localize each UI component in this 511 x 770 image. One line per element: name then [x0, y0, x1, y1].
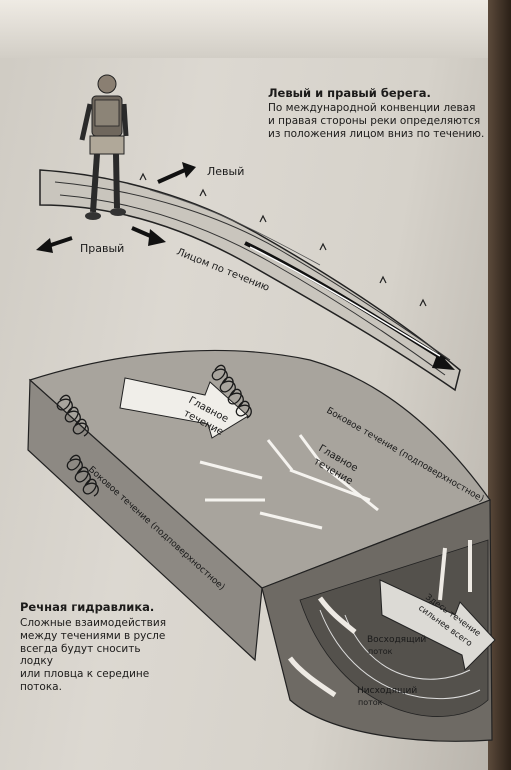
page-top-glare — [0, 0, 511, 58]
caption-banks-line: По международной конвенции левая — [268, 102, 476, 114]
caption-hydraulics-line: между течениями в русле — [20, 629, 166, 642]
river-strip — [39, 169, 461, 392]
label-right-bank: Правый — [80, 242, 124, 255]
caption-banks-line: и правая стороны реки определяются — [268, 114, 481, 127]
label-downward-b: поток — [358, 698, 383, 707]
direction-arrows — [36, 162, 196, 253]
caption-hydraulics-line: потока. — [20, 680, 62, 693]
book-spine — [488, 0, 511, 770]
caption-hydraulics-line: или пловца к середине — [20, 668, 150, 681]
caption-hydraulics-title: Речная гидравлика. — [20, 600, 155, 614]
caption-banks-body: По международной конвенции левая и права… — [268, 102, 488, 140]
label-left-bank: Левый — [207, 165, 244, 178]
caption-hydraulics-body: Сложные взаимодействия между течениями в… — [20, 617, 170, 694]
person-figure — [79, 74, 129, 220]
caption-banks-title: Левый и правый берега. — [268, 86, 431, 100]
channel-diagram — [27, 349, 496, 742]
label-downward-a: Нисходящий — [357, 686, 417, 696]
label-upward-a: Восходящий — [367, 635, 426, 645]
caption-hydraulics-line: всегда будут сносить лодку — [20, 642, 141, 668]
caption-banks-line: из положения лицом вниз по течению. — [268, 127, 485, 140]
caption-hydraulics-line: Сложные взаимодействия — [20, 617, 167, 629]
label-upward-b: поток — [368, 647, 393, 656]
